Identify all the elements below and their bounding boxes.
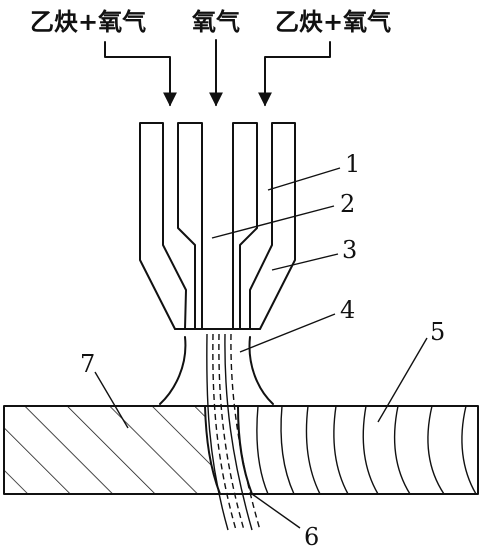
leader-7 xyxy=(94,371,129,429)
workpiece-cut-part xyxy=(4,406,220,494)
leader-3 xyxy=(271,253,339,271)
gas-label-left: 乙炔+氧气 xyxy=(30,8,146,36)
outer-wall-right xyxy=(249,122,296,330)
workpiece-outline xyxy=(3,405,479,495)
gas-label-right: 乙炔+氧气 xyxy=(275,8,391,36)
gas-feed-arrows xyxy=(104,39,331,107)
leader-5 xyxy=(377,337,428,423)
feed-arrow-left xyxy=(104,41,177,107)
part-label-7: 7 xyxy=(80,350,95,378)
feed-arrow-right xyxy=(258,41,331,107)
part-label-5: 5 xyxy=(430,318,445,346)
gas-label-center: 氧气 xyxy=(192,8,240,36)
flame-left xyxy=(159,336,187,405)
workpiece xyxy=(3,405,479,495)
part-label-2: 2 xyxy=(340,190,355,218)
oxygen-jet xyxy=(206,333,261,531)
part-label-1: 1 xyxy=(345,150,360,178)
preheat-flame xyxy=(159,336,274,405)
part-label-4: 4 xyxy=(340,296,355,324)
part-label-3: 3 xyxy=(342,236,357,264)
cutting-nozzle xyxy=(139,122,296,330)
part-label-6: 6 xyxy=(304,523,319,548)
leader-1 xyxy=(267,167,341,191)
inner-wall-right xyxy=(232,122,258,330)
flame-right xyxy=(248,336,274,405)
leader-4 xyxy=(239,313,336,353)
outer-wall-left xyxy=(139,122,187,330)
inner-wall-left xyxy=(177,122,203,330)
leader-lines xyxy=(94,167,428,529)
leader-2 xyxy=(211,205,335,239)
leader-6 xyxy=(251,493,301,529)
